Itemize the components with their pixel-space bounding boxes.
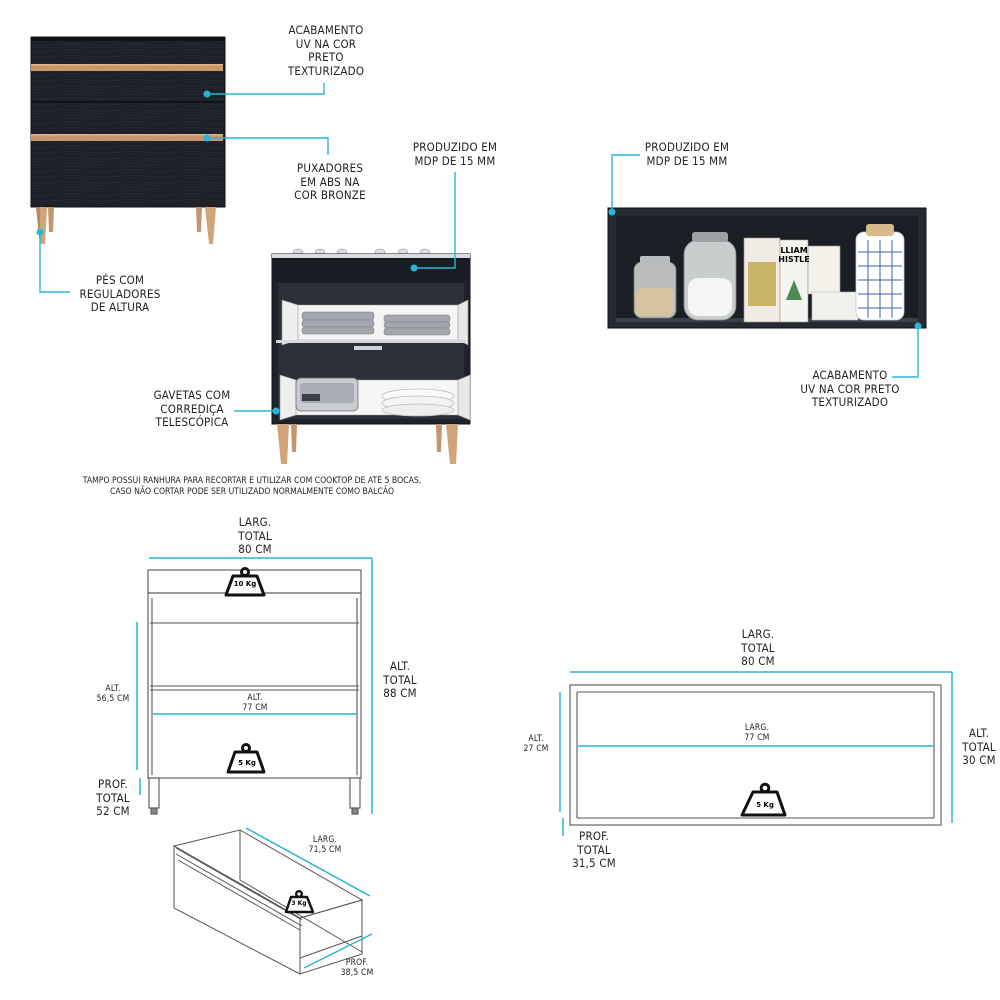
leg bbox=[205, 207, 216, 244]
cabinet-body bbox=[30, 36, 226, 208]
weight-icon-shelf bbox=[226, 743, 266, 774]
open-cabinet-photo bbox=[271, 248, 471, 464]
drawer-width-label: LARG.71,5 CM bbox=[308, 835, 342, 855]
callout-dot bbox=[36, 228, 44, 236]
weight-drawer-label: 3 Kg bbox=[291, 900, 307, 907]
wall-cabinet-photo bbox=[607, 207, 927, 329]
wall-dimension-lines bbox=[559, 671, 953, 836]
cabinet-photo bbox=[30, 36, 226, 244]
callout-dot bbox=[203, 134, 211, 142]
callout-lines-left bbox=[39, 83, 329, 293]
weight-shelf-label: 5 Kg bbox=[238, 759, 256, 767]
wall-inner-width-label: LARG.77 CM bbox=[744, 723, 770, 743]
weight-icon-wall bbox=[740, 782, 787, 817]
drawer-depth-label: PROF.38,5 CM bbox=[340, 958, 374, 978]
weight-icon-top bbox=[224, 567, 266, 597]
leg bbox=[277, 424, 289, 464]
weight-icon-drawer bbox=[284, 890, 315, 914]
drawer-dimension-lines bbox=[245, 827, 373, 969]
leg bbox=[446, 424, 458, 464]
base-inner-height-label: ALT.56,5 CM bbox=[96, 684, 130, 704]
bronze-handle-bottom bbox=[31, 134, 223, 141]
drawer-drawing bbox=[172, 829, 364, 975]
wall-cabinet-drawing bbox=[569, 684, 942, 826]
base-dimension-lines bbox=[136, 557, 373, 814]
weight-wall-label: 5 Kg bbox=[756, 801, 774, 809]
wall-inner-height-label: ALT.27 CM bbox=[523, 734, 549, 754]
base-inner-width-label: ALT.77 CM bbox=[242, 693, 268, 713]
base-cabinet-drawing bbox=[147, 569, 362, 815]
cooktop-note: TAMPO POSSUI RANHURA PARA RECORTAR E UTI… bbox=[82, 476, 422, 497]
weight-top-label: 10 Kg bbox=[233, 580, 257, 588]
callout-dot bbox=[203, 90, 211, 98]
bronze-handle-top bbox=[31, 64, 223, 71]
